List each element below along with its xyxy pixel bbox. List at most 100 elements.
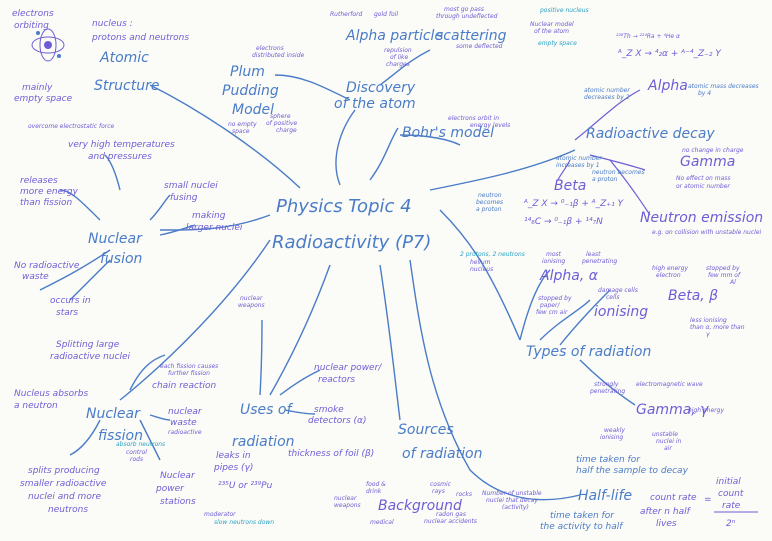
gamma-note-3: or atomic number (676, 183, 730, 190)
splits-1: splits producing (28, 466, 100, 476)
unstable-air-3: air (664, 445, 672, 452)
fission-title-1: Nuclear (86, 406, 141, 422)
helium-note-1: 2 protons, 2 neutrons (460, 251, 525, 258)
plum-title-2: Pudding (222, 83, 279, 99)
control-rods-2: rods (130, 456, 143, 463)
gamma-note-1: no change in charge (682, 147, 744, 154)
less-ionising-2: than α, more than (690, 324, 745, 331)
plum-title-1: Plum (230, 64, 265, 80)
least-penetrating-1: least (586, 251, 601, 258)
central-title-line1: Physics Topic 4 (276, 196, 412, 217)
beta-note-3: neutron becomes (592, 169, 645, 176)
fission-power-3: stations (160, 497, 196, 507)
empty-label-1: mainly (22, 83, 53, 93)
control-rods-1: control (126, 449, 147, 456)
stopped-paper-3: few cm air (536, 309, 568, 316)
stopped-al-3: Al (729, 279, 736, 286)
gamma-high-energy: high energy (688, 407, 724, 414)
electrons-dist-1: electrons (256, 45, 284, 52)
initial-label-2: count (718, 489, 744, 499)
positive-nucleus-note: positive nucleus (539, 7, 589, 14)
decay-alpha: Alpha (647, 78, 688, 94)
strongly-2: penetrating (589, 388, 625, 395)
plum-title-3: Model (232, 102, 274, 118)
neutron-note-1: neutron (478, 192, 502, 199)
uses-title-1: Uses of (240, 402, 293, 418)
moderator-2: slow neutrons down (214, 519, 274, 526)
chain-reaction: chain reaction (152, 381, 216, 391)
beta-note-1: atomic number (556, 155, 602, 162)
noempty-note-1: no empty (228, 121, 257, 128)
bohr-model: Bohr's model (402, 125, 494, 141)
atomic-title-1: Atomic (99, 50, 149, 66)
electrons-label-2: orbiting (14, 21, 49, 31)
repulsion-note-3: charges (386, 61, 410, 68)
beta-note-4: a proton (592, 176, 618, 183)
fission-waste-2: waste (170, 418, 197, 428)
halflife-title: Half-life (578, 488, 632, 504)
chain-note-2: further fission (168, 370, 210, 377)
discovery-title-2: of the atom (334, 96, 416, 112)
chain-note-1: each fission causes (160, 363, 218, 370)
temperature-label-2: and pressures (88, 152, 152, 162)
stopped-paper-1: stopped by (538, 295, 572, 302)
fission-waste-1: nuclear (168, 407, 203, 417)
electrons-label-1: electrons (12, 9, 54, 19)
decay-title: Radioactive decay (586, 126, 715, 142)
source-weapons-2: weapons (334, 502, 361, 509)
most-ionising-1: most (546, 251, 562, 258)
fusion-title-1: Nuclear (88, 231, 143, 247)
sources-title-1: Sources (398, 422, 454, 438)
rutherford-note: Rutherford (330, 11, 363, 18)
beta-high-1: high energy (652, 265, 688, 272)
sources-branch: Sources of radiation Background food & d… (334, 422, 482, 526)
nuclear-model-note-2: of the atom (534, 28, 569, 35)
equals-sign: = (704, 495, 712, 505)
sphere-note-1: sphere (270, 113, 291, 120)
weapons-2: weapons (238, 302, 265, 309)
repulsion-note-2: of like (390, 54, 408, 61)
count-rate-label: count rate (650, 493, 697, 503)
helium-note-3: nucleus (470, 266, 493, 273)
sources-title-2: of radiation (402, 446, 482, 462)
em-wave: electromagnetic wave (636, 381, 703, 388)
activity-note-3: (activity) (502, 504, 529, 511)
smoke-2: detectors (α) (308, 416, 367, 426)
strongly-1: strongly (594, 381, 619, 388)
types-of-radiation-branch: Types of radiation Alpha, α Beta, β Gamm… (460, 251, 745, 452)
discovery-title-1: Discovery (346, 80, 416, 96)
nucleus-label-1: nucleus : (92, 19, 133, 29)
uranium-note: ²³⁵U or ²³⁹Pu (218, 481, 273, 491)
neutron-note-2: becomes (476, 199, 503, 206)
leaks-1: leaks in (216, 451, 251, 461)
fusion-title-2: fusion (100, 251, 142, 267)
after-label-2: lives (656, 519, 677, 529)
alpha-note-1: atomic number (584, 87, 630, 94)
decay-neutron: Neutron emission (640, 210, 763, 226)
absorbs-2: a neutron (14, 401, 58, 411)
damage-note-1: damage cells (598, 287, 638, 294)
types-alpha: Alpha, α (539, 268, 599, 284)
half-life-branch: Half-life time taken for half the sample… (482, 455, 758, 532)
alpha-scattering-1: Alpha particle (345, 28, 443, 44)
weapons-1: nuclear (240, 295, 263, 302)
eq-alpha-general: ᴬ_Z X → ⁴₂α + ᴬ⁻⁴_Z₋₂ Y (617, 49, 722, 59)
absorb-neutrons-note: absorb neutrons (116, 441, 165, 448)
larger-nuclei-1: making (192, 211, 226, 221)
goldfoil-note: gold foil (374, 11, 398, 18)
eq-thorium: ²²⁸Th → ²²⁴Ra + ⁴He α (616, 33, 680, 40)
halflife-def-1: time taken for (576, 455, 641, 465)
stopped-al-2: few mm of (708, 272, 741, 279)
small-nuclei-1: small nuclei (164, 181, 218, 191)
atomic-title-2: Structure (94, 78, 159, 94)
larger-nuclei-2: larger nuclei (186, 223, 243, 233)
initial-label-3: rate (722, 501, 741, 511)
decay-beta: Beta (554, 178, 586, 194)
nucleus-label-2: protons and neutrons (91, 33, 189, 43)
unstable-air-2: nuclei in (656, 438, 682, 445)
damage-note-2: cells (606, 294, 619, 301)
activity-note-2: nuclei that decay (486, 497, 538, 504)
splits-3: nuclei and more (28, 492, 102, 502)
energy-label-2: more energy (20, 187, 79, 197)
